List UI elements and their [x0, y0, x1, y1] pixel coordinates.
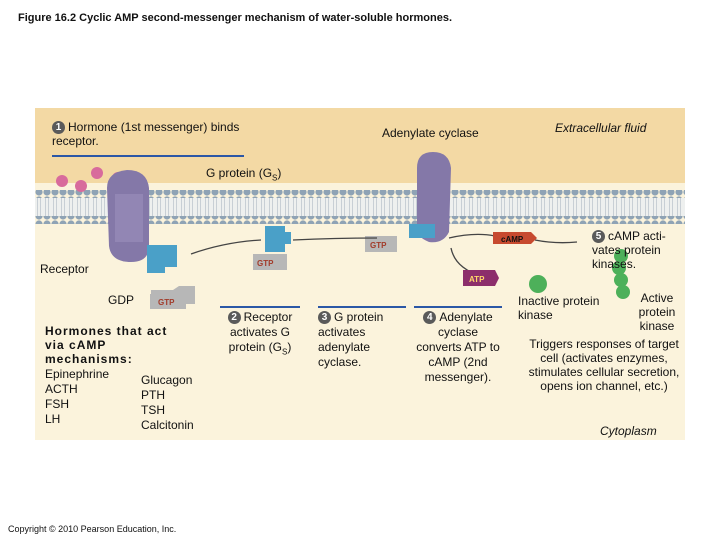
atp-molecule: ATP: [463, 270, 499, 286]
cytoplasm-label: Cytoplasm: [600, 424, 657, 438]
plasma-membrane: [35, 190, 685, 224]
hormones-col-2: Glucagon PTH TSH Calcitonin: [141, 373, 194, 433]
adenylate-cyclase-label: Adenylate cyclase: [382, 126, 479, 140]
svg-text:GTP: GTP: [370, 241, 387, 250]
step-1-text: Hormone (1st messenger) binds receptor.: [52, 120, 240, 148]
step-2-number: 2: [227, 311, 241, 324]
hormones-title: Hormones that act via cAMP mechanisms:: [45, 324, 168, 366]
extracellular-fluid-label: Extracellular fluid: [555, 121, 647, 135]
svg-text:cAMP: cAMP: [501, 235, 524, 244]
hormone-item: ACTH: [45, 382, 78, 396]
hormone-item: Glucagon: [141, 373, 193, 387]
step-4-text: Adenylate cyclase converts ATP to cAMP (…: [416, 310, 500, 384]
protein-kinases: [529, 249, 630, 299]
hormone-item: Epinephrine: [45, 367, 110, 381]
step-3-number: 3: [318, 311, 331, 324]
svg-text:ATP: ATP: [469, 275, 485, 284]
step-1-underline: [52, 155, 244, 157]
hormone-item: LH: [45, 412, 61, 426]
figure-title: Figure 16.2 Cyclic AMP second-messenger …: [18, 12, 453, 24]
response-label: Triggers responses of target cell (activ…: [528, 337, 680, 393]
active-kinase-label: Active protein kinase: [638, 291, 676, 333]
step-3-text: G protein activates adenylate cyclase.: [318, 310, 384, 369]
g-protein-active: GTP: [253, 226, 291, 270]
svg-text:GTP: GTP: [257, 259, 274, 268]
svg-text:GTP: GTP: [158, 298, 175, 307]
step-5-number: 5: [592, 230, 605, 243]
step-2-text: Receptor activates G protein (G: [228, 310, 293, 354]
extracellular-region: [35, 108, 685, 183]
gtp-badge: GTP: [148, 292, 188, 309]
adenylate-cyclase: GTP: [365, 152, 451, 252]
step-1-number: 1: [52, 121, 65, 134]
inactive-kinase-label: Inactive protein kinase: [518, 294, 600, 322]
hormone-item: Calcitonin: [141, 418, 194, 432]
step-5-text: cAMP acti- vates protein kinases.: [592, 229, 666, 271]
hormones-col-1: Epinephrine ACTH FSH LH: [45, 367, 109, 427]
step-4-number: 4: [423, 311, 437, 324]
hormone-item: PTH: [141, 388, 165, 402]
g-protein-label: G protein (GS): [206, 166, 282, 183]
hormone-item: FSH: [45, 397, 69, 411]
camp-molecule: cAMP: [493, 232, 537, 244]
hormone-item: TSH: [141, 403, 165, 417]
copyright: Copyright © 2010 Pearson Education, Inc.: [8, 524, 177, 534]
gdp-label: GDP: [108, 293, 135, 307]
receptor-protein: [107, 170, 149, 262]
receptor-label: Receptor: [40, 262, 89, 276]
